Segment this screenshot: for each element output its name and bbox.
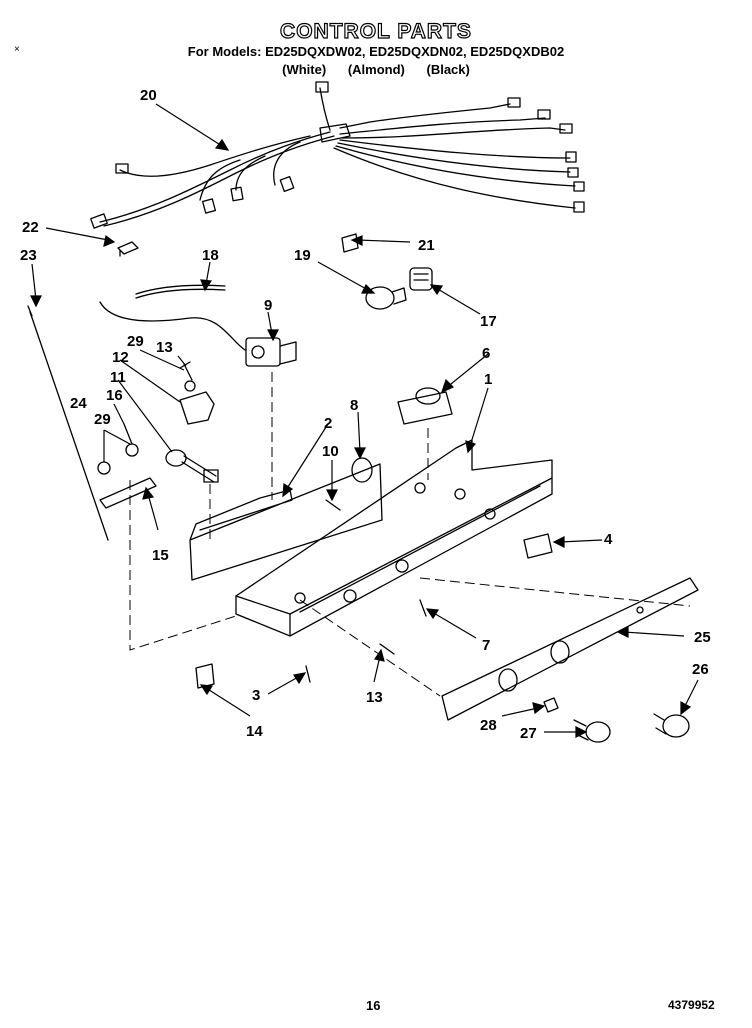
callout-8: 8: [350, 397, 358, 414]
callout-1: 1: [484, 371, 492, 388]
callout-12: 12: [112, 349, 129, 366]
part-3-screw: [305, 665, 311, 683]
part-26-knob: [653, 713, 690, 738]
callout-14: 14: [246, 723, 263, 740]
part-8-grommet: [351, 457, 373, 483]
part-17-lamp-socket: [409, 267, 433, 291]
part-24-washer: [97, 461, 111, 475]
wire-harness: [90, 81, 585, 229]
part-7-screw: [419, 599, 427, 617]
color-white: (White): [282, 62, 327, 77]
assembly-lines: [129, 372, 691, 697]
part-15-clamp: [99, 477, 157, 509]
part-14-clip: [195, 663, 215, 689]
callout-23: 23: [20, 247, 37, 264]
part-2-plate: [189, 463, 383, 581]
corner-mark: ×: [14, 44, 20, 55]
callout-13-lower: 13: [366, 689, 383, 706]
callout-26: 26: [692, 661, 709, 678]
part-22-clip: [117, 241, 139, 257]
part-28-indicator: [543, 697, 559, 713]
callout-11: 11: [110, 369, 126, 386]
part-9-cold-control: [99, 301, 297, 367]
callout-24: 24: [70, 395, 87, 412]
color-black: (Black): [426, 62, 470, 77]
callout-labels: 20 22 23 18 19 21 17 9 29 13 12 11 16 24…: [20, 87, 711, 742]
callout-16: 16: [106, 387, 123, 404]
callout-21: 21: [418, 237, 435, 254]
part-19-light-bulb: [365, 286, 407, 310]
callout-13-top: 13: [156, 339, 173, 356]
callout-17: 17: [480, 313, 497, 330]
callout-29-left: 29: [94, 411, 111, 428]
color-variants: (White) (Almond) (Black): [0, 62, 752, 77]
page-number: 16: [366, 998, 381, 1013]
part-4-bracket: [523, 533, 553, 559]
part-11-shaft: [165, 449, 219, 483]
part-1-control-housing: [235, 439, 553, 637]
part-16-screw: [123, 423, 133, 445]
callout-29-top: 29: [127, 333, 144, 350]
callout-22: 22: [22, 219, 39, 236]
callout-27: 27: [520, 725, 537, 742]
color-almond: (Almond): [347, 62, 405, 77]
part-6-damper-control: [397, 387, 453, 425]
document-number: 4379952: [668, 998, 715, 1012]
callout-10: 10: [322, 443, 339, 460]
callout-25: 25: [694, 629, 711, 646]
callout-7: 7: [482, 637, 490, 654]
part-23-rod: [27, 305, 109, 541]
callout-6: 6: [482, 345, 490, 362]
part-10-screw: [325, 499, 341, 511]
callout-3: 3: [252, 687, 260, 704]
part-18-tubing: [135, 284, 226, 299]
part-21-clip: [341, 233, 359, 253]
callout-19: 19: [294, 247, 311, 264]
part-29-washer-left: [125, 443, 139, 457]
callout-2: 2: [324, 415, 332, 432]
part-12-bracket: [179, 391, 215, 425]
models-line: For Models: ED25DQXDW02, ED25DQXDN02, ED…: [187, 44, 565, 59]
callout-18: 18: [202, 247, 219, 264]
part-29-washer-top: [184, 380, 196, 392]
callout-20: 20: [140, 87, 157, 104]
callout-4: 4: [604, 531, 613, 548]
part-25-control-panel: [441, 577, 699, 721]
page-title: CONTROL PARTS: [279, 19, 472, 43]
part-13-screw-lower: [379, 643, 395, 655]
callout-15: 15: [152, 547, 169, 564]
leader-lines: [30, 103, 699, 738]
part-13-screw-top: [179, 361, 193, 381]
callout-9: 9: [264, 297, 272, 314]
callout-28: 28: [480, 717, 497, 734]
